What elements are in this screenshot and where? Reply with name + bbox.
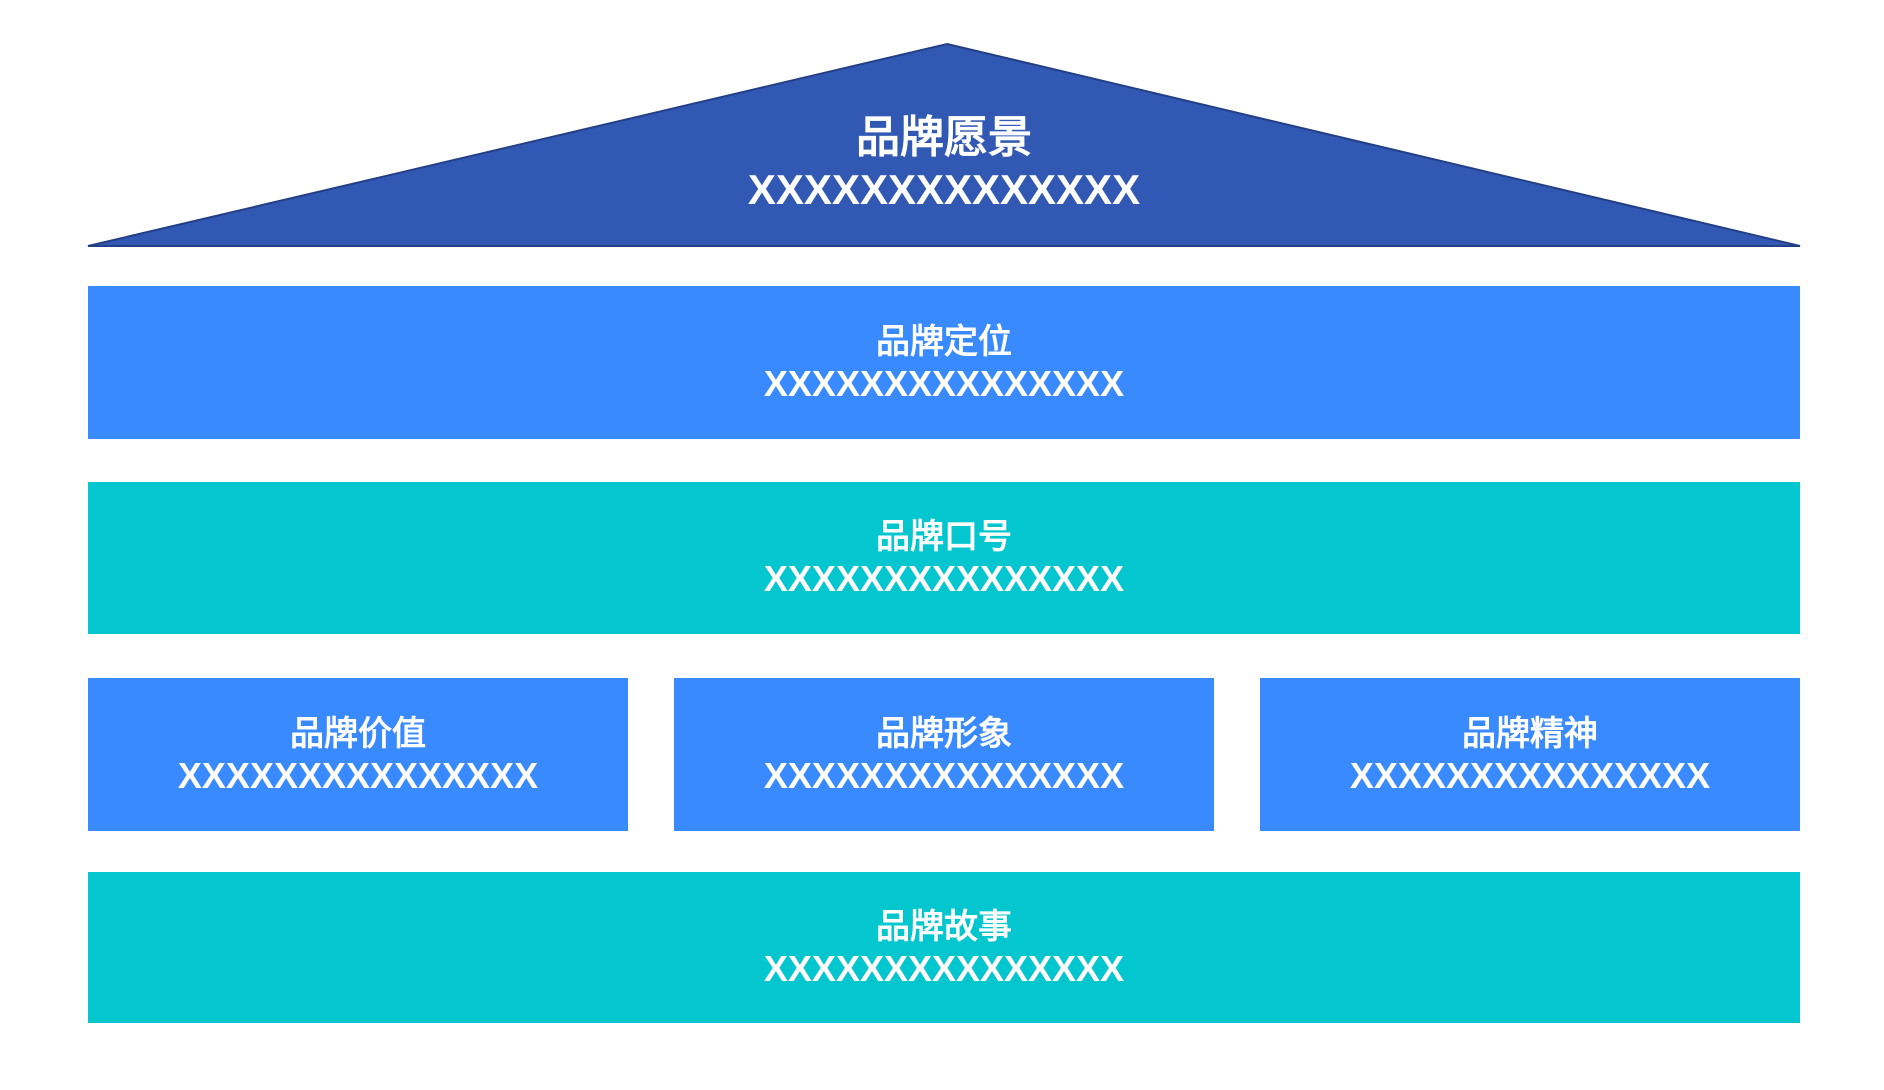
brand-positioning-title: 品牌定位 [876, 321, 1012, 362]
brand-vision-text: XXXXXXXXXXXXXX [747, 166, 1141, 213]
brand-positioning-text: XXXXXXXXXXXXXXX [763, 362, 1125, 404]
roof-triangle [87, 42, 1801, 247]
brand-vision: 品牌愿景 XXXXXXXXXXXXXX [88, 112, 1800, 216]
brand-spirit-title: 品牌精神 [1462, 713, 1598, 754]
brand-story-title: 品牌故事 [876, 906, 1012, 947]
brand-story-text: XXXXXXXXXXXXXXX [763, 947, 1125, 989]
brand-slogan-title: 品牌口号 [876, 517, 1012, 557]
brand-image-title: 品牌形象 [876, 713, 1012, 754]
brand-image-text: XXXXXXXXXXXXXXX [763, 754, 1125, 796]
brand-value: 品牌价值 XXXXXXXXXXXXXXX [88, 678, 628, 831]
brand-positioning: 品牌定位 XXXXXXXXXXXXXXX [88, 286, 1800, 439]
brand-story: 品牌故事 XXXXXXXXXXXXXXX [88, 872, 1800, 1023]
brand-slogan-text: XXXXXXXXXXXXXXX [763, 558, 1125, 599]
brand-value-text: XXXXXXXXXXXXXXX [177, 754, 539, 796]
brand-image: 品牌形象 XXXXXXXXXXXXXXX [674, 678, 1214, 831]
brand-spirit-text: XXXXXXXXXXXXXXX [1349, 754, 1711, 796]
brand-vision-title: 品牌愿景 [856, 112, 1032, 163]
brand-spirit: 品牌精神 XXXXXXXXXXXXXXX [1260, 678, 1800, 831]
brand-value-title: 品牌价值 [290, 713, 426, 754]
brand-slogan: 品牌口号 XXXXXXXXXXXXXXX [88, 482, 1800, 634]
